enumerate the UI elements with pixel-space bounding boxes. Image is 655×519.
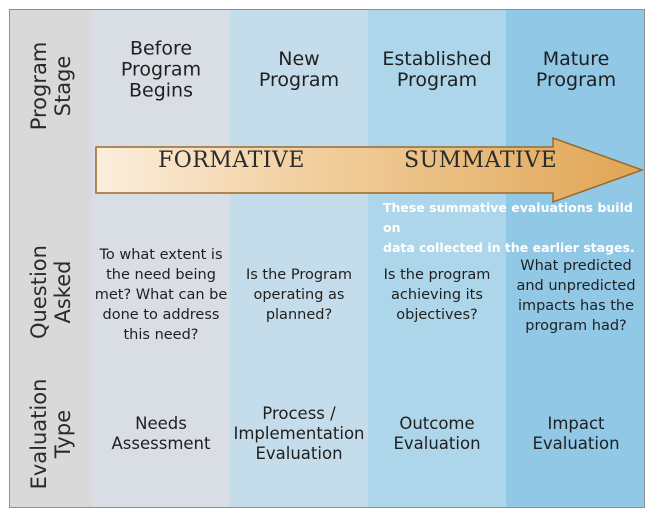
question-line: planned? [265,307,333,323]
formative-to-summative-arrow [95,137,644,203]
evaluation-framework-diagram: Program Stage Question Asked Evaluation … [9,9,645,508]
column-established-program [368,10,506,507]
question-mature-program: What predicted and unpredicted impacts h… [507,256,644,336]
evaltype-needs-assessment: Needs Assessment [92,414,230,454]
column-before-program-begins [92,10,230,507]
evaltype-outcome-evaluation: Outcome Evaluation [368,414,506,454]
question-new-program: Is the Program operating as planned? [230,265,368,325]
column-new-program [230,10,368,507]
evaltype-line: Evaluation [255,444,343,463]
question-line: this need? [123,327,199,343]
stage-line: Established [382,48,492,70]
question-line: Is the Program [245,267,353,283]
evaltype-line: Implementation [233,424,365,443]
stage-mature-program: Mature Program [507,48,644,91]
stage-new-program: New Program [230,49,368,91]
evaltype-line: Outcome [399,414,475,433]
row-label-line: Asked [51,260,75,324]
stage-line: Program [258,69,340,91]
row-label-line: Program [27,41,51,131]
stage-line: Program [535,69,617,91]
question-line: operating as [253,287,345,303]
formative-label: FORMATIVE [158,148,305,173]
summative-note: These summative evaluations build on dat… [383,198,644,258]
question-line: What predicted [520,258,632,274]
question-line: objectives? [396,307,478,323]
stage-line: Program [396,69,478,91]
question-line: the need being [106,267,216,283]
stage-line: Begins [128,79,193,102]
note-line: These summative evaluations build on [383,200,633,235]
question-line: achieving its [391,287,483,303]
question-line: and unpredicted [516,278,636,294]
question-line: program had? [525,318,627,334]
row-label-line: Evaluation [27,378,51,490]
question-line: met? What can be [94,287,228,303]
question-line: impacts has the [517,298,635,314]
evaltype-line: Needs [135,414,187,433]
question-line: To what extent is [99,247,223,263]
evaltype-line: Process / [262,404,336,423]
row-label-line: Type [51,409,75,459]
question-line: Is the program [383,267,491,283]
stage-before-program-begins: Before Program Begins [92,37,230,102]
stage-line: New [278,48,320,70]
stage-line: Program [120,58,202,81]
stage-established-program: Established Program [368,49,506,91]
evaltype-line: Assessment [111,434,211,453]
stage-line: Mature [542,48,610,70]
evaltype-line: Evaluation [532,434,620,453]
row-label-evaluation-type: Evaluation Type [27,379,75,490]
question-established-program: Is the program achieving its objectives? [368,265,506,325]
column-mature-program [506,10,644,507]
row-label-line: Question [27,245,51,339]
row-label-program-stage: Program Stage [27,42,75,131]
question-before-program-begins: To what extent is the need being met? Wh… [92,245,230,345]
evaltype-line: Evaluation [393,434,481,453]
note-line: data collected in the earlier stages. [383,240,635,255]
evaltype-process-implementation: Process / Implementation Evaluation [230,404,368,464]
evaltype-impact-evaluation: Impact Evaluation [507,414,644,454]
row-label-line: Stage [51,55,75,117]
row-label-column [10,10,92,507]
arrow-shape [95,137,644,203]
row-label-question-asked: Question Asked [27,245,75,339]
evaltype-line: Impact [547,414,605,433]
stage-line: Before [129,37,193,60]
summative-label: SUMMATIVE [404,148,558,173]
question-line: done to address [102,307,220,323]
